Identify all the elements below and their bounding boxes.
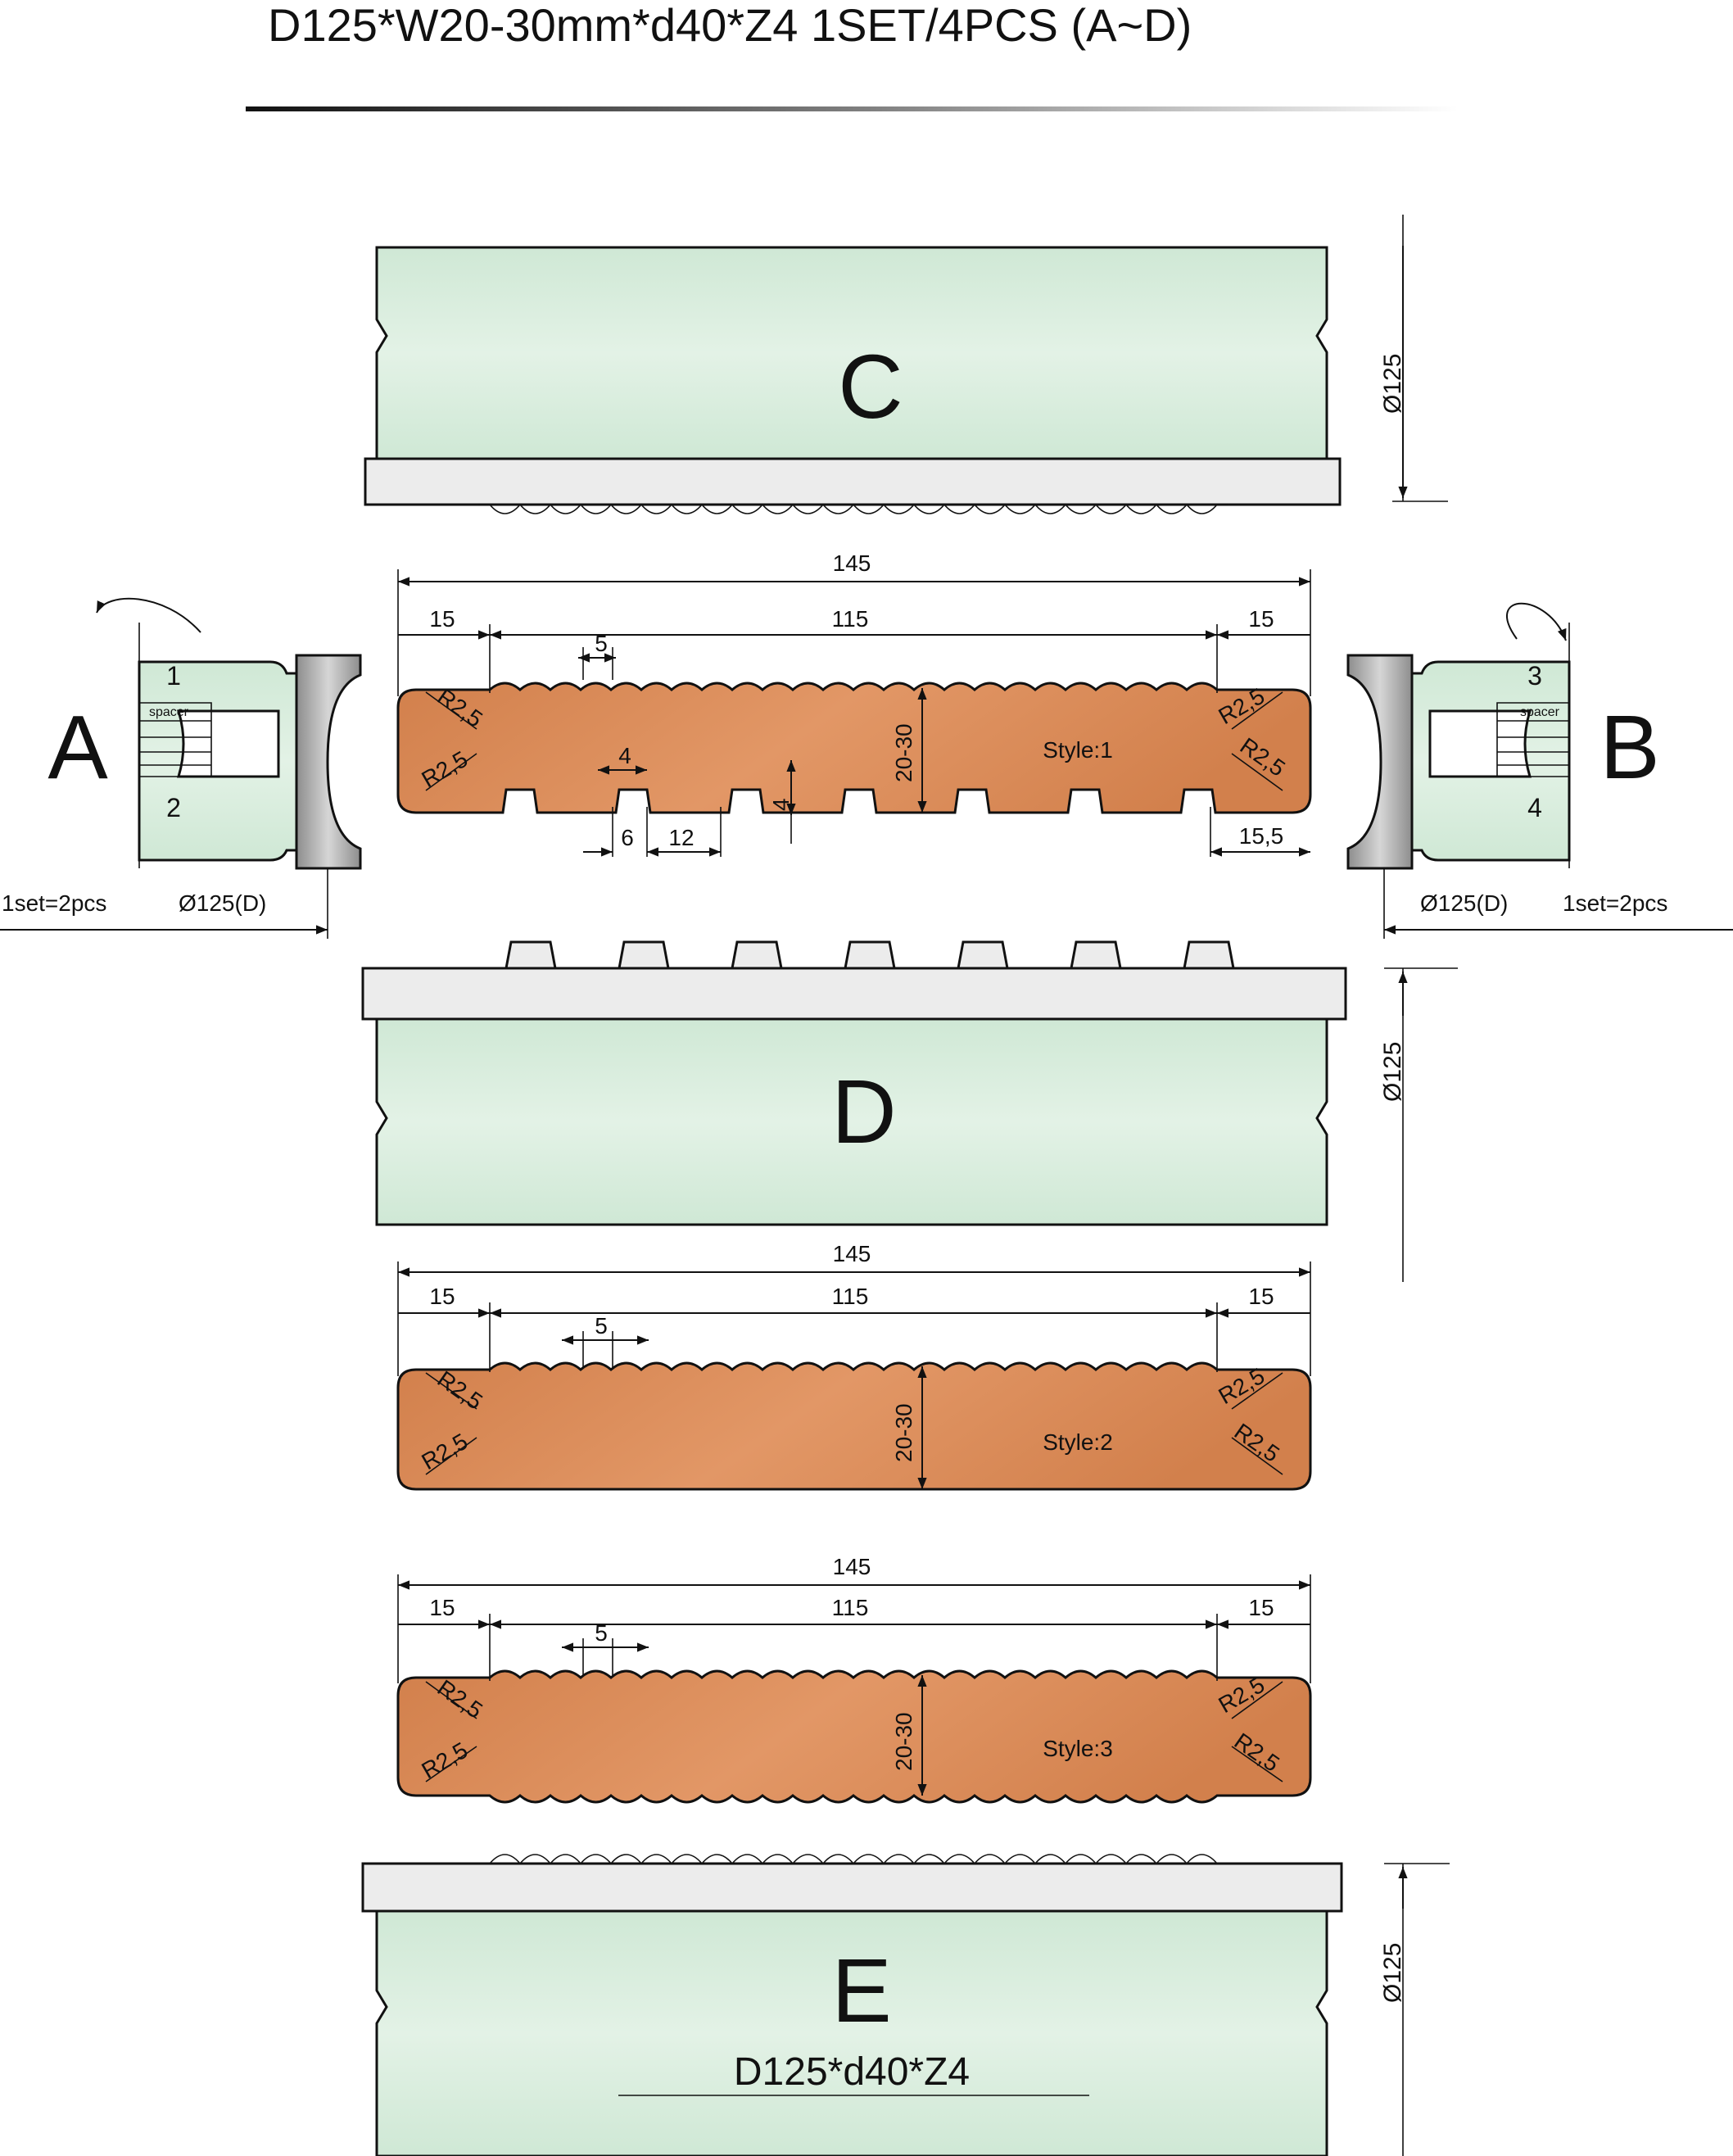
style-1-total: 145 bbox=[833, 550, 871, 576]
cutter-c: C Ø125 bbox=[364, 215, 1448, 514]
style-2-pitch: 5 bbox=[595, 1313, 608, 1338]
cutter-c-letter: C bbox=[838, 337, 903, 437]
side-cutter-a-teeth bbox=[295, 654, 362, 870]
style-3-total: 145 bbox=[833, 1554, 871, 1579]
cutter-d-diameter: Ø125 bbox=[1379, 1042, 1406, 1102]
cutter-c-diameter: Ø125 bbox=[1379, 354, 1406, 414]
side-cutter-b-spacer-label: spacer bbox=[1520, 705, 1560, 719]
style-1-edge-right: 15 bbox=[1248, 606, 1274, 632]
side-cutter-a-diameter: Ø125(D) bbox=[179, 890, 266, 916]
cutter-d-letter: D bbox=[831, 1062, 896, 1162]
profile-style-1: 145 15 115 15 5 20-30 Style:1 R2,5 R2,5 … bbox=[396, 550, 1312, 857]
cutter-d-body bbox=[375, 1017, 1328, 1226]
side-cutter-a: A 1 spacer 2 1set=2pcs Ø125(D) bbox=[0, 597, 362, 939]
style-3-pitch: 5 bbox=[595, 1620, 608, 1646]
side-cutter-b: B 3 spacer 4 Ø125(D) 1set=2pcs bbox=[1346, 602, 1733, 939]
page-title: D125*W20-30mm*d40*Z4 1SET/4PCS (A~D) bbox=[268, 0, 1192, 51]
cutter-e-letter: E bbox=[831, 1941, 891, 2041]
style-2-edge-left: 15 bbox=[429, 1284, 455, 1309]
style-2-total: 145 bbox=[833, 1241, 871, 1266]
cutter-d-plate bbox=[361, 967, 1347, 1021]
rotation-arrow-a-icon bbox=[96, 597, 201, 633]
side-cutter-b-letter: B bbox=[1600, 697, 1659, 798]
side-cutter-b-diameter: Ø125(D) bbox=[1420, 890, 1508, 916]
style-1-groove-width: 4 bbox=[618, 743, 631, 768]
side-cutter-a-set: 1set=2pcs bbox=[2, 890, 106, 916]
side-cutter-a-spacer-label: spacer bbox=[149, 705, 189, 719]
profile-style-2-board bbox=[396, 1361, 1312, 1491]
rotation-arrow-b-icon bbox=[1506, 602, 1567, 641]
style-1-label: Style:1 bbox=[1043, 737, 1113, 763]
profile-style-3: 145 15 115 15 5 20-30 Style:3 R2,5 R2,5 … bbox=[396, 1554, 1312, 1804]
side-cutter-b-num-bottom: 4 bbox=[1527, 793, 1542, 822]
style-1-middle: 115 bbox=[832, 606, 869, 632]
style-1-height: 20-30 bbox=[891, 723, 916, 782]
cutter-e-teeth bbox=[478, 1854, 1228, 1865]
style-3-height: 20-30 bbox=[891, 1712, 916, 1771]
style-1-pitch: 5 bbox=[595, 631, 608, 656]
cutter-e-plate bbox=[361, 1862, 1343, 1913]
side-cutter-b-teeth bbox=[1346, 654, 1414, 870]
style-1-groove-end: 15,5 bbox=[1239, 823, 1284, 849]
title-rule bbox=[246, 106, 1458, 111]
style-1-gap-a: 6 bbox=[621, 825, 634, 850]
profile-style-2: 145 15 115 15 5 20-30 Style:2 R2,5 R2,5 … bbox=[396, 1241, 1312, 1491]
style-3-label: Style:3 bbox=[1043, 1736, 1113, 1761]
style-2-edge-right: 15 bbox=[1248, 1284, 1274, 1309]
side-cutter-a-letter: A bbox=[48, 697, 108, 798]
style-3-edge-right: 15 bbox=[1248, 1595, 1274, 1620]
style-3-edge-left: 15 bbox=[429, 1595, 455, 1620]
side-cutter-a-num-bottom: 2 bbox=[166, 793, 181, 822]
cutter-e: E D125*d40*Z4 Ø125 bbox=[361, 1854, 1450, 2156]
style-2-height: 20-30 bbox=[891, 1403, 916, 1462]
cutter-d: D Ø125 bbox=[361, 940, 1458, 1282]
side-cutter-a-num-top: 1 bbox=[166, 661, 181, 691]
cutter-d-teeth bbox=[363, 940, 1346, 970]
profile-style-3-board bbox=[396, 1669, 1312, 1804]
style-2-middle: 115 bbox=[832, 1284, 869, 1309]
cutter-c-teeth bbox=[478, 503, 1228, 514]
style-1-groove-depth: 4 bbox=[768, 798, 794, 811]
side-cutter-b-set: 1set=2pcs bbox=[1563, 890, 1667, 916]
style-2-label: Style:2 bbox=[1043, 1429, 1113, 1455]
cutter-c-plate bbox=[364, 457, 1342, 506]
side-cutter-b-num-top: 3 bbox=[1527, 661, 1542, 691]
cutter-e-diameter: Ø125 bbox=[1379, 1943, 1406, 2003]
profile-style-1-board bbox=[396, 682, 1312, 814]
style-1-gap-b: 12 bbox=[668, 825, 694, 850]
cutter-e-spec: D125*d40*Z4 bbox=[734, 2050, 970, 2094]
style-1-edge-left: 15 bbox=[429, 606, 455, 632]
style-3-middle: 115 bbox=[832, 1595, 869, 1620]
